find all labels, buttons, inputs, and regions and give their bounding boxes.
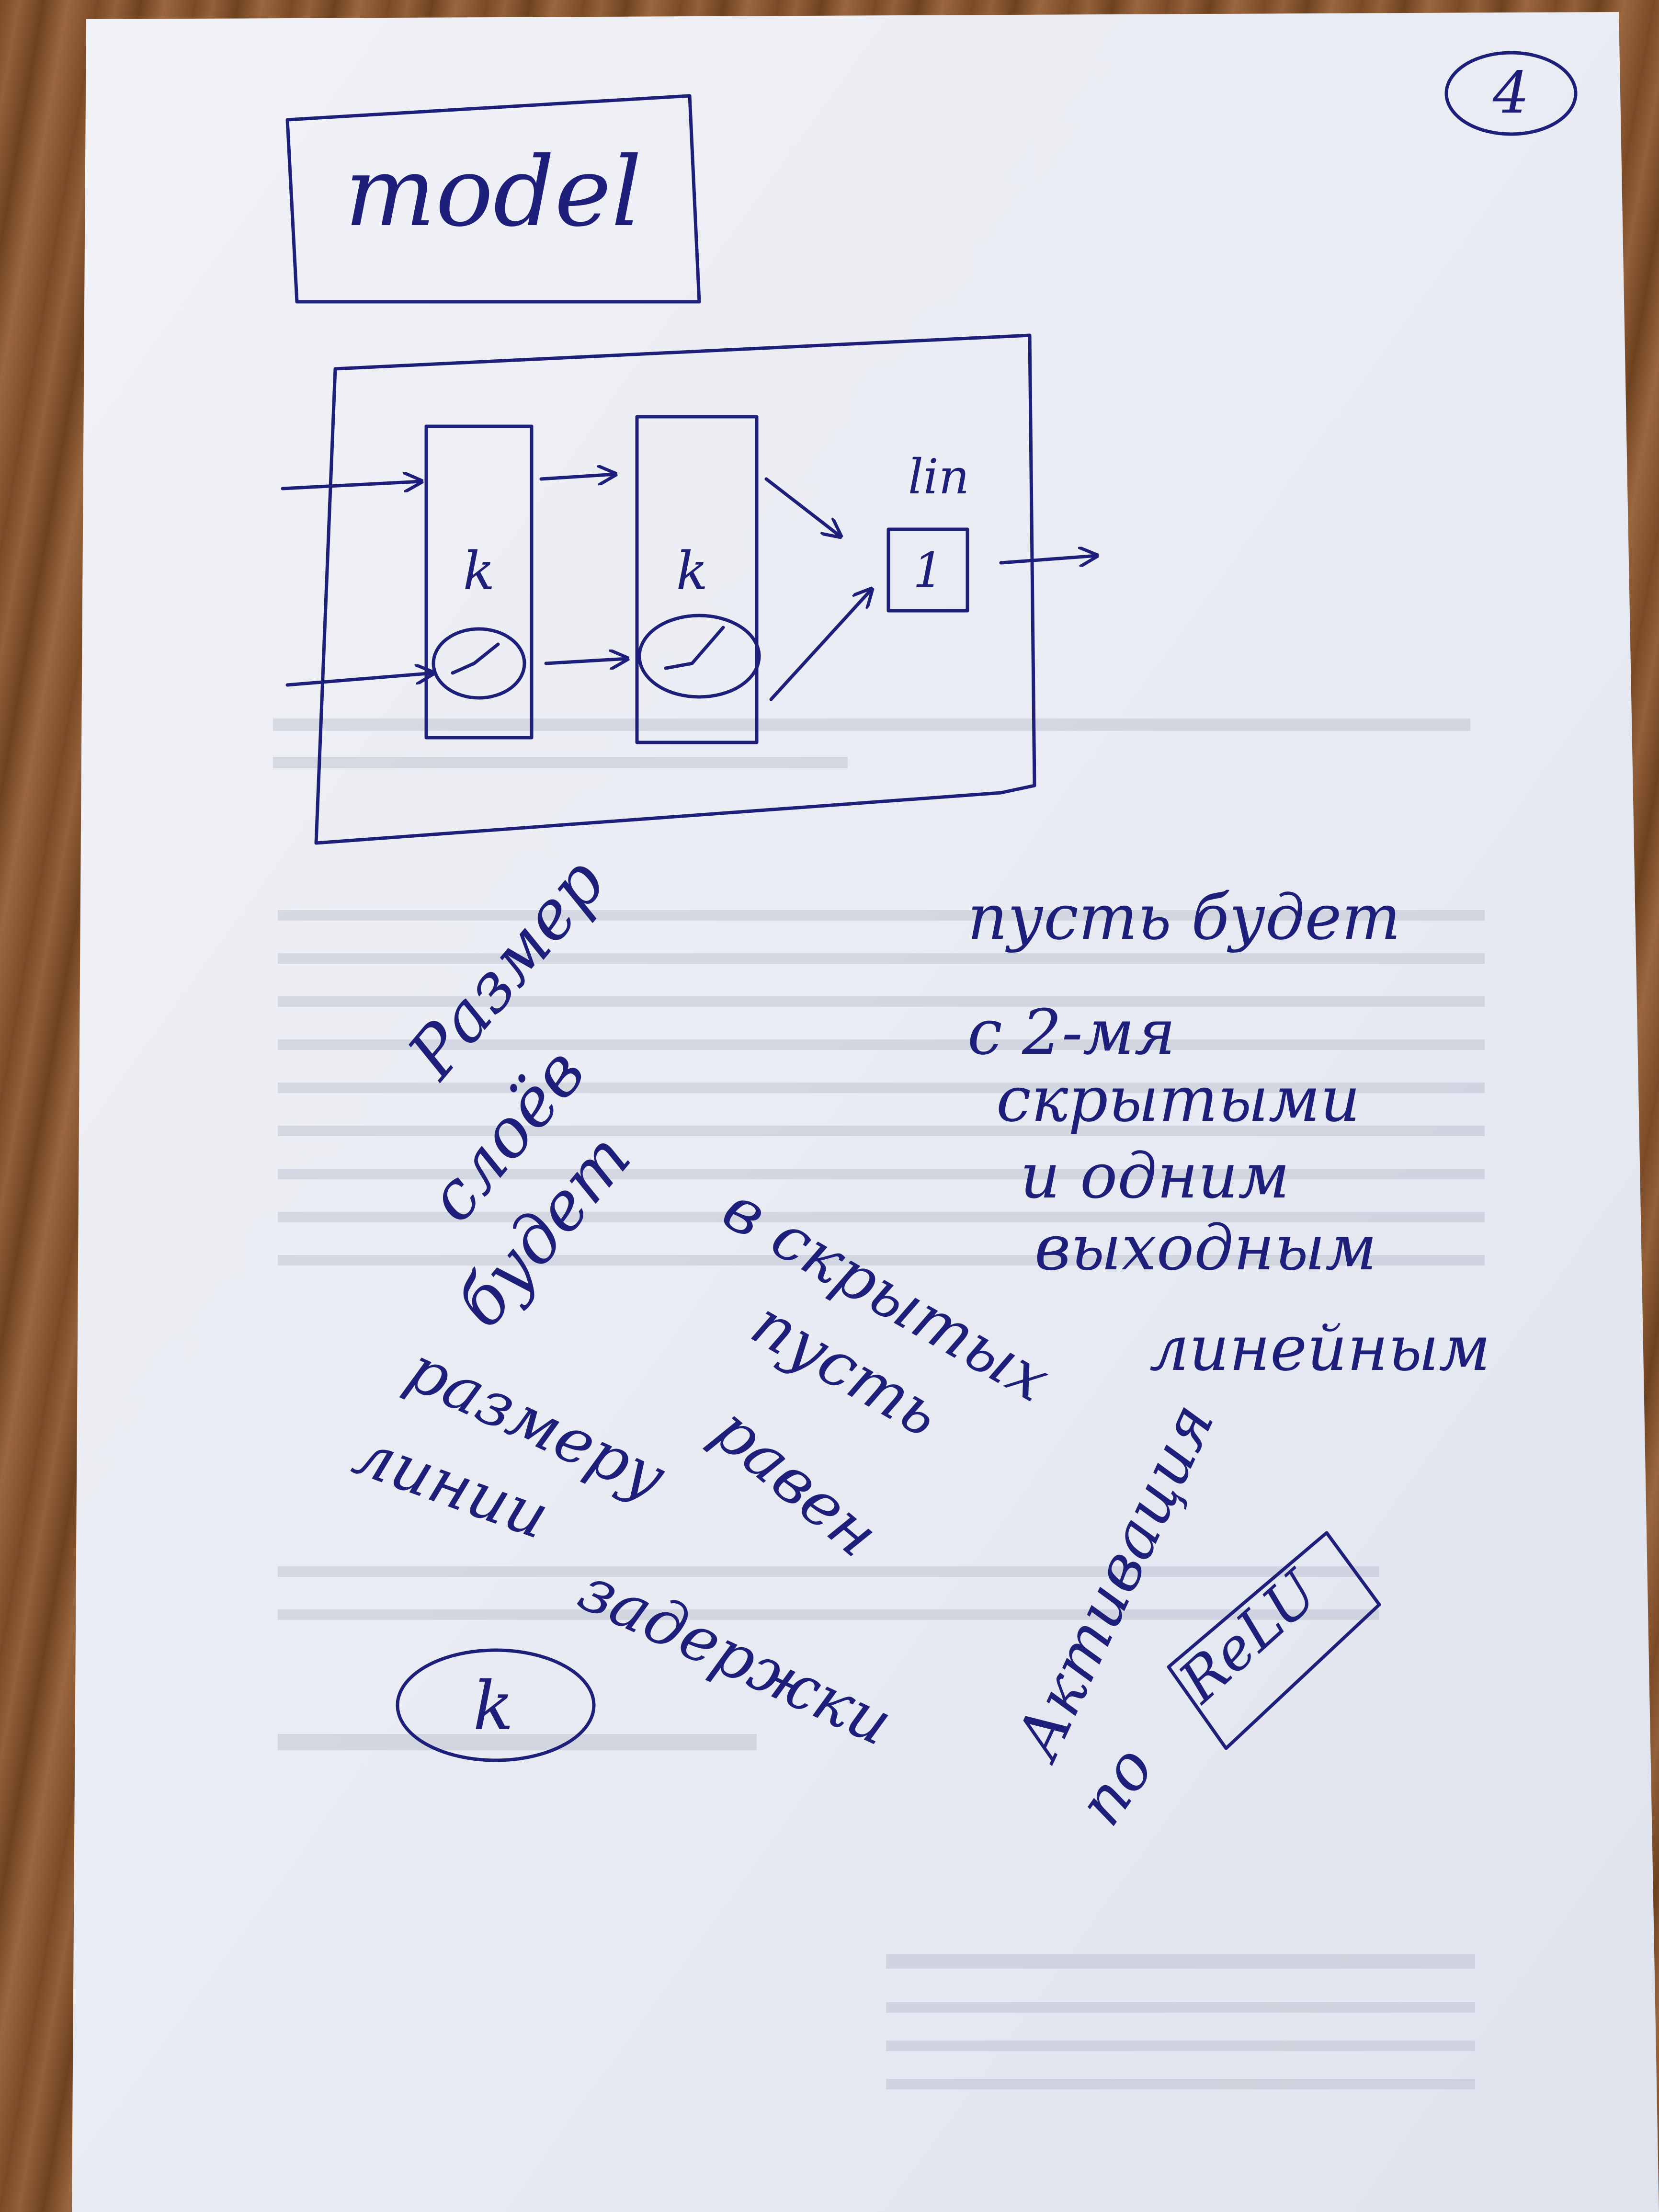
- show-through-text: [273, 718, 1485, 2089]
- page-number: 4: [1444, 51, 1578, 136]
- hidden-layer-2: k: [635, 415, 761, 744]
- svg-text:выходным: выходным: [1034, 1211, 1377, 1284]
- hidden-layer-1: k: [424, 424, 534, 740]
- svg-text:model: model: [345, 137, 642, 248]
- svg-text:lin: lin: [908, 449, 969, 505]
- svg-text:скрытыми: скрытыми: [996, 1063, 1360, 1136]
- svg-text:k: k: [676, 540, 708, 602]
- svg-text:1: 1: [913, 542, 943, 598]
- output-layer: lin 1: [886, 449, 969, 613]
- svg-text:линейным: линейным: [1149, 1312, 1490, 1385]
- paper-surface: [72, 12, 1659, 2212]
- title-box: model: [285, 94, 701, 304]
- svg-text:k: k: [463, 540, 495, 602]
- svg-text:k: k: [473, 1667, 514, 1745]
- network-diagram: k k lin 1: [281, 333, 1097, 845]
- svg-text:и одним: и одним: [1020, 1140, 1290, 1212]
- svg-text:4: 4: [1492, 60, 1529, 126]
- svg-text:пусть будет: пусть будет: [967, 881, 1401, 954]
- note-architecture: пусть будет с 2-мя скрытыми и одним выхо…: [967, 881, 1490, 1385]
- svg-text:с 2-мя: с 2-мя: [967, 996, 1176, 1069]
